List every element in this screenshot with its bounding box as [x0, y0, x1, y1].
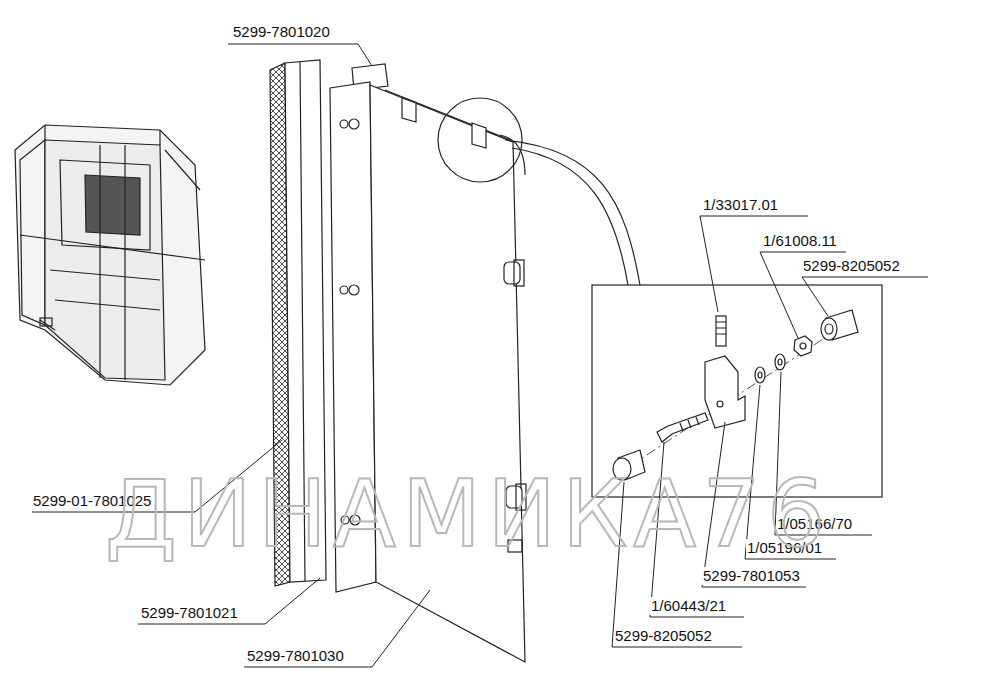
part-number: 5299-7801020	[232, 23, 331, 41]
part-number: 5299-8205052	[802, 257, 901, 275]
part-number: 5299-8205052	[614, 627, 713, 645]
watermark: ДИНАМИКА76	[105, 465, 831, 565]
cab-frame	[15, 125, 205, 385]
part-number: 1/60443/21	[650, 597, 727, 615]
part-number: 1/33017.01	[702, 196, 779, 214]
part-number: 5299-7801021	[140, 604, 239, 622]
part-number: 5299-7801053	[702, 567, 801, 585]
part-number: 5299-7801030	[246, 647, 345, 665]
leader-lines	[32, 44, 928, 667]
part-number: 1/61008.11	[762, 232, 838, 250]
